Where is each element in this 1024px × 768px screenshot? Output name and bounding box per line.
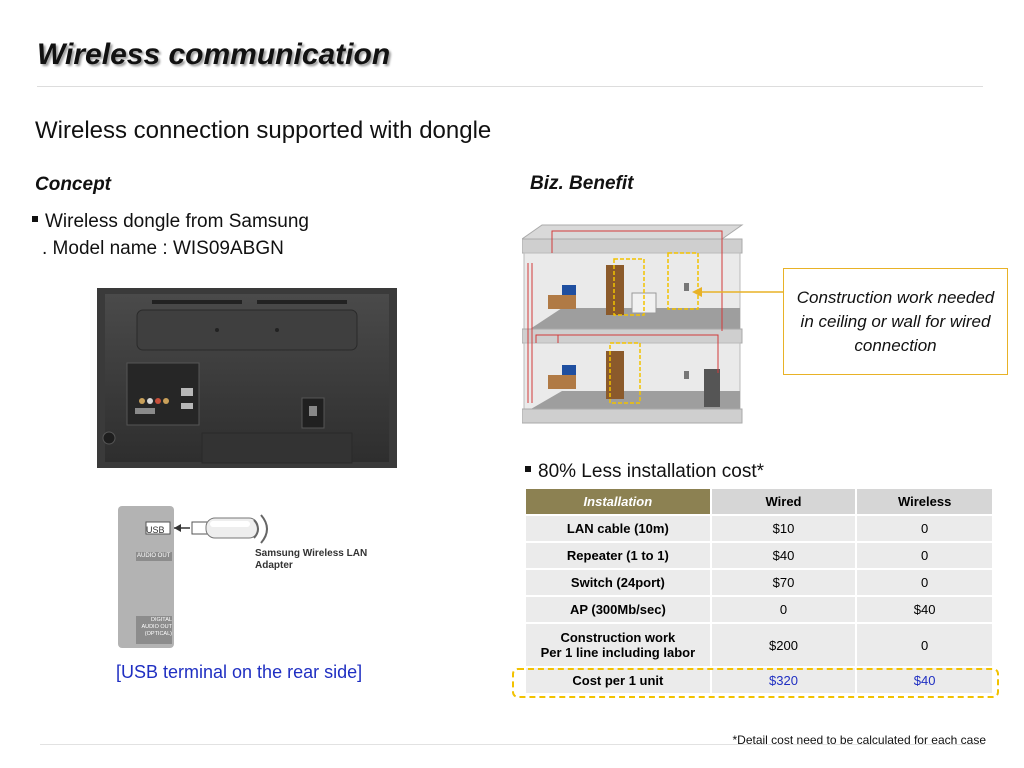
row-item: Switch (24port) [524, 568, 712, 597]
page-title: Wireless communication [37, 38, 391, 71]
concept-model-line: . Model name : WIS09ABGN [42, 238, 284, 259]
row-wired: $10 [709, 514, 858, 543]
concept-bullet-line1: Wireless dongle from Samsung [45, 211, 309, 232]
row-wired: $70 [709, 568, 858, 597]
row-wireless: 0 [855, 622, 994, 668]
digital-audio-line2: AUDIO OUT [141, 624, 172, 630]
footnote: *Detail cost need to be calculated for e… [732, 733, 987, 747]
header-wireless: Wireless [855, 487, 994, 516]
row-wireless: 0 [855, 541, 994, 570]
bullet-square-icon [525, 465, 531, 472]
header-wired: Wired [709, 487, 858, 516]
digital-audio-label: DIGITAL AUDIO OUT (OPTICAL) [138, 617, 172, 638]
total-row-highlight [512, 668, 999, 698]
total-wired: $320 [709, 666, 858, 695]
title-divider [37, 86, 983, 87]
row-wireless: 0 [855, 568, 994, 597]
row-item: AP (300Mb/sec) [524, 595, 712, 624]
row-item: Construction work Per 1 line including l… [524, 622, 712, 668]
row-wired: $200 [709, 622, 858, 668]
table-row: Construction work Per 1 line including l… [524, 622, 994, 668]
usb-panel-illustration [118, 506, 174, 648]
digital-audio-line3: (OPTICAL) [144, 631, 172, 637]
concept-heading: Concept [35, 174, 111, 195]
wireless-signal-icon [253, 514, 268, 544]
total-wireless: $40 [855, 666, 994, 695]
audio-out-label: AUDIO OUT [137, 553, 171, 559]
adapter-label-line1: Samsung Wireless LAN [255, 548, 368, 559]
row-wireless: $40 [855, 595, 994, 624]
adapter-label-line2: Adapter [255, 560, 293, 571]
footer-divider [40, 744, 984, 745]
table-total-row: Cost per 1 unit $320 $40 [524, 666, 994, 695]
building-diagram [522, 224, 744, 424]
row-item-line1: Construction work [560, 630, 676, 645]
usb-port-label: USB [146, 525, 165, 535]
callout-arrow [692, 287, 784, 297]
table-row: Repeater (1 to 1) $40 0 [524, 541, 994, 570]
usb-caption: [USB terminal on the rear side] [116, 662, 363, 682]
construction-callout: Construction work needed in ceiling or w… [783, 268, 1008, 375]
benefit-heading: Biz. Benefit [530, 173, 634, 194]
concept-bullet: Wireless dongle from Samsung [32, 211, 309, 233]
row-item: LAN cable (10m) [524, 514, 712, 543]
tv-rear-illustration [97, 288, 397, 468]
benefit-bullet: 80% Less installation cost* [525, 461, 764, 483]
row-item: Repeater (1 to 1) [524, 541, 712, 570]
row-wired: $40 [709, 541, 858, 570]
bullet-square-icon [32, 215, 38, 222]
usb-dongle-icon [174, 517, 259, 539]
benefit-bullet-text: 80% Less installation cost* [538, 461, 765, 482]
row-wired: 0 [709, 595, 858, 624]
adapter-label: Samsung Wireless LAN Adapter [255, 548, 367, 572]
table-header-row: Installation Wired Wireless [524, 487, 994, 516]
row-wireless: 0 [855, 514, 994, 543]
table-row: AP (300Mb/sec) 0 $40 [524, 595, 994, 624]
table-row: LAN cable (10m) $10 0 [524, 514, 994, 543]
header-installation: Installation [524, 487, 712, 516]
digital-audio-line1: DIGITAL [151, 617, 172, 623]
slide-subtitle: Wireless connection supported with dongl… [35, 117, 492, 144]
row-item-line2: Per 1 line including labor [540, 645, 696, 660]
cost-table: Installation Wired Wireless LAN cable (1… [524, 487, 994, 695]
table-row: Switch (24port) $70 0 [524, 568, 994, 597]
